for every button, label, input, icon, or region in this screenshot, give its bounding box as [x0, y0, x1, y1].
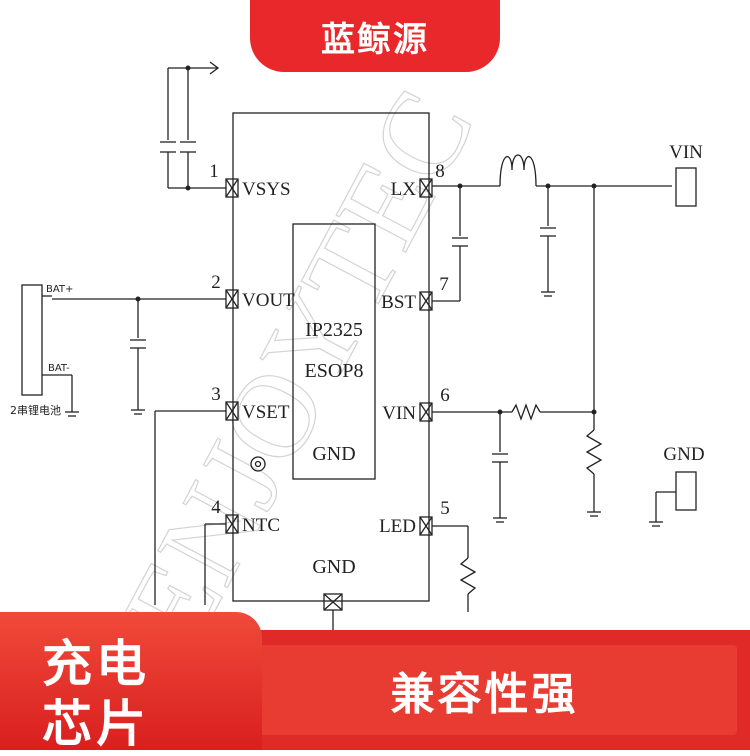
brand-name: 蓝鲸源: [321, 19, 429, 60]
battery-label: 2串锂电池: [10, 403, 61, 417]
battery-plus-label: BAT+: [46, 284, 73, 295]
tagline-text: 兼容性强: [390, 669, 579, 720]
pin-markers: [225, 178, 433, 611]
brand-banner: 蓝鲸源: [250, 0, 500, 72]
chip-package: ESOP8: [305, 360, 364, 382]
pin8-number: 8: [435, 161, 445, 182]
pin2-name: VOUT: [242, 290, 295, 311]
pin1-number: 1: [209, 161, 219, 182]
pin3-name: VSET: [242, 402, 290, 423]
pin6-name: VIN: [382, 403, 416, 424]
pin5-number: 5: [440, 498, 450, 519]
battery-minus-label: BAT-: [48, 363, 70, 374]
chip-gnd-label: GND: [312, 443, 355, 465]
pin6-number: 6: [440, 385, 450, 406]
badge-line2: 芯片: [42, 695, 150, 753]
watermark: ENJOYTEC: [97, 69, 499, 667]
pin7-name: BST: [381, 292, 416, 313]
pin1-name: VSYS: [242, 179, 291, 200]
pin1-dot: [250, 456, 266, 472]
chip-name: IP2325: [305, 319, 363, 341]
gnd-connector: [675, 471, 697, 511]
chip-inner-box: [292, 223, 376, 480]
badge-line1: 充电: [42, 635, 150, 693]
pin4-name: NTC: [242, 515, 280, 536]
pin4-number: 4: [211, 497, 221, 518]
gnd-connector-label: GND: [663, 444, 704, 465]
bottom-gnd-label: GND: [312, 556, 355, 578]
battery-symbol: [21, 284, 43, 396]
tagline-pill: 兼容性强: [232, 645, 737, 735]
pin5-name: LED: [379, 516, 416, 537]
pin7-number: 7: [439, 274, 449, 295]
vin-connector-label: VIN: [669, 142, 703, 163]
pin2-number: 2: [211, 272, 221, 293]
pin3-number: 3: [211, 384, 221, 405]
pin8-name: LX: [391, 179, 417, 200]
tagline-banner: 兼容性强: [200, 630, 750, 750]
vin-connector: [675, 167, 697, 207]
category-badge: 充电 芯片: [0, 612, 262, 753]
